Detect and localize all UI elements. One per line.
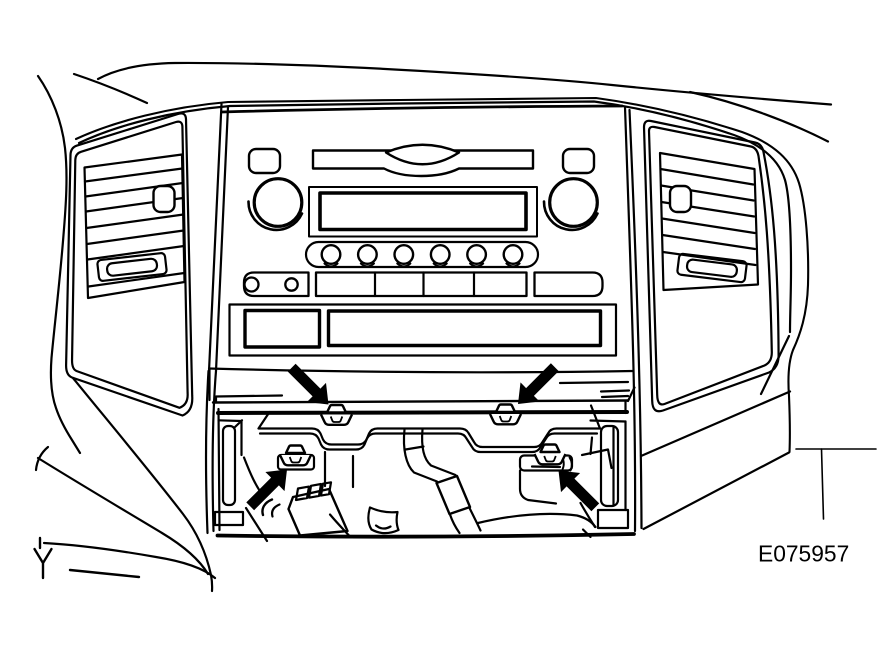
svg-text:E075957: E075957 [758, 541, 849, 567]
